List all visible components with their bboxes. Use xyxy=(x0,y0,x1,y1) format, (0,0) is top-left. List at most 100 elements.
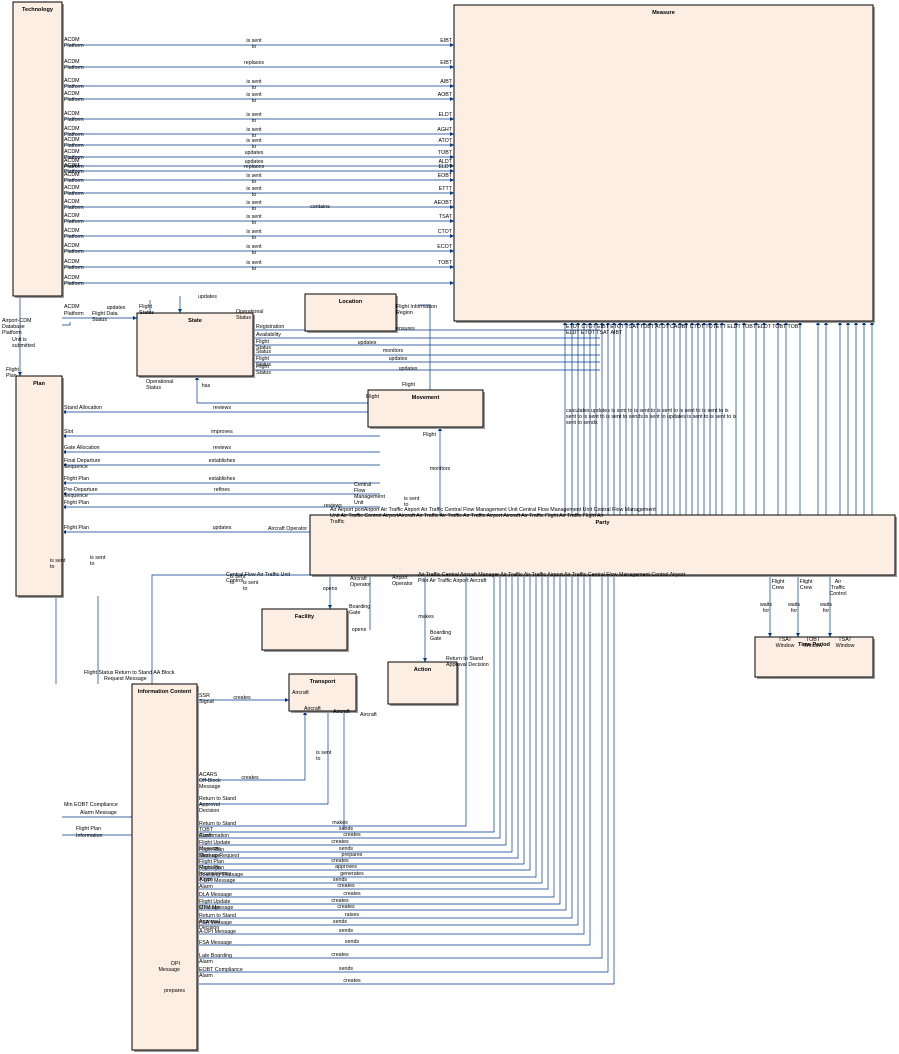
arrowhead xyxy=(450,249,454,253)
target-role-label: ALDT xyxy=(438,159,452,165)
arrowhead xyxy=(450,84,454,88)
cfmu-label: Flow xyxy=(354,488,365,494)
target-role-label: EOBT xyxy=(438,173,453,179)
relationship-verb: to xyxy=(252,133,256,139)
message-label: Confirmation xyxy=(199,833,229,839)
relationship-verb: to xyxy=(252,206,256,212)
plan-verb-label: reviews xyxy=(213,405,231,411)
arrowhead xyxy=(450,191,454,195)
fir-label: Flight Information xyxy=(396,304,437,310)
plan-box-title: Plan xyxy=(33,381,45,387)
message-label: Return to Stand xyxy=(199,821,236,827)
flight-data-status-label: Status xyxy=(92,317,107,323)
relationship-label: Request Message xyxy=(104,676,147,682)
source-role-label: Platform xyxy=(64,281,84,287)
relationship-verb: to xyxy=(252,192,256,198)
relationship-verb: is sent xyxy=(246,186,262,192)
relationship-label: Information xyxy=(76,833,103,839)
party-bottom-labels: Pilot Air Traffic Airport Aircraft xyxy=(418,578,487,584)
relationship-verb: is sent xyxy=(246,38,262,44)
source-role-label: Platform xyxy=(64,249,84,255)
relationship-line xyxy=(197,575,555,898)
relationship-label: Min EOBT Compliance xyxy=(64,802,118,808)
target-role-label: ELDT xyxy=(438,164,452,170)
message-label: Alarm xyxy=(199,884,213,890)
operational-status-label: Status xyxy=(236,315,251,321)
message-label: Message xyxy=(199,853,221,859)
arrowhead xyxy=(133,316,137,320)
source-role-label: ACDM xyxy=(64,111,80,117)
plan-role-label: Final Departure xyxy=(64,458,101,464)
message-label: DLA Message xyxy=(199,892,232,898)
target-role-label: EIBT xyxy=(440,38,453,44)
source-role-label: ACDM xyxy=(64,78,80,84)
relationship-label: is sent xyxy=(50,558,66,564)
relationship-line xyxy=(197,575,591,946)
relationship-label: creates xyxy=(241,775,259,781)
source-role-label: ACDM xyxy=(64,199,80,205)
message-label: Flight Plan xyxy=(199,865,224,871)
relationship-label: updates xyxy=(198,294,217,300)
source-role-label: ACDM xyxy=(64,91,80,97)
relationship-label: monitors xyxy=(430,466,451,472)
movement-box xyxy=(367,389,484,428)
plan-role-label: Stand Allocation xyxy=(64,405,102,411)
relationship-label: Alarm Message xyxy=(80,810,117,816)
source-role-label: ACDM xyxy=(64,228,80,234)
relationship-label: opens xyxy=(323,586,338,592)
plan-role-label: Flight Plan xyxy=(64,525,89,531)
relationship-label: Flight xyxy=(366,394,379,400)
message-label: Start-up Request xyxy=(199,853,240,859)
cfmu-label: Unit xyxy=(354,500,364,506)
relationship-label: Airport xyxy=(392,575,408,581)
relationship-line xyxy=(197,575,525,865)
measure-box-title: Measure xyxy=(652,10,675,16)
unit-submitted-label: submitted xyxy=(12,343,35,349)
party-box-title: Party xyxy=(596,520,611,526)
status-role-label: Status xyxy=(256,345,271,351)
relationship-verb: to xyxy=(252,266,256,272)
flight-plan-label: Flight xyxy=(6,367,19,373)
relationship-label: to xyxy=(50,564,54,570)
target-role-label: EIBT xyxy=(440,60,453,66)
arrowhead xyxy=(796,633,800,637)
message-verb: sends xyxy=(339,928,353,934)
relationship-verb: replaces xyxy=(244,164,264,170)
relationship-label: TOBT xyxy=(806,637,821,643)
arrowhead xyxy=(18,372,22,376)
relationship-label: Message xyxy=(159,967,181,973)
relationship-label: is sent xyxy=(230,574,246,580)
source-role-label: Platform xyxy=(64,164,84,170)
party-top-labels: Unit Air Traffic Control AirportAircraft… xyxy=(330,513,604,519)
relationship-label: Flight xyxy=(402,382,415,388)
relationship-line xyxy=(196,376,368,404)
relationship-label: Flight Status Return to Stand AA Block xyxy=(84,670,175,676)
location-box-title: Location xyxy=(339,299,363,305)
transport-box xyxy=(288,673,357,712)
flight-status-label: Flight xyxy=(139,304,152,310)
relationship-line xyxy=(197,575,549,890)
message-label: Message xyxy=(199,905,221,911)
relationship-verb: is sent xyxy=(246,200,262,206)
relationship-verb: to xyxy=(252,250,256,256)
source-role-label: ACDM xyxy=(64,172,80,178)
message-verb: sends xyxy=(339,966,353,972)
information-content-box xyxy=(131,683,198,1051)
arrowhead xyxy=(450,281,454,285)
relationship-verb: to xyxy=(252,220,256,226)
relationship-label: opens xyxy=(352,627,367,633)
message-label: Decision xyxy=(199,925,219,931)
source-role-label: Platform xyxy=(64,43,84,49)
relationship-verb: is sent xyxy=(246,214,262,220)
plan-role-label: Slot xyxy=(64,429,74,435)
relationship-label: is sent xyxy=(404,496,420,502)
relationship-label: to xyxy=(90,561,94,567)
message-verb: prepares xyxy=(342,852,363,858)
relationship-label: Aircraft xyxy=(333,709,350,715)
source-role-label: ACDM xyxy=(64,275,80,281)
message-label: Alarm xyxy=(199,959,213,965)
relationship-label: Gate xyxy=(430,636,442,642)
source-role-label: Platform xyxy=(64,155,84,161)
